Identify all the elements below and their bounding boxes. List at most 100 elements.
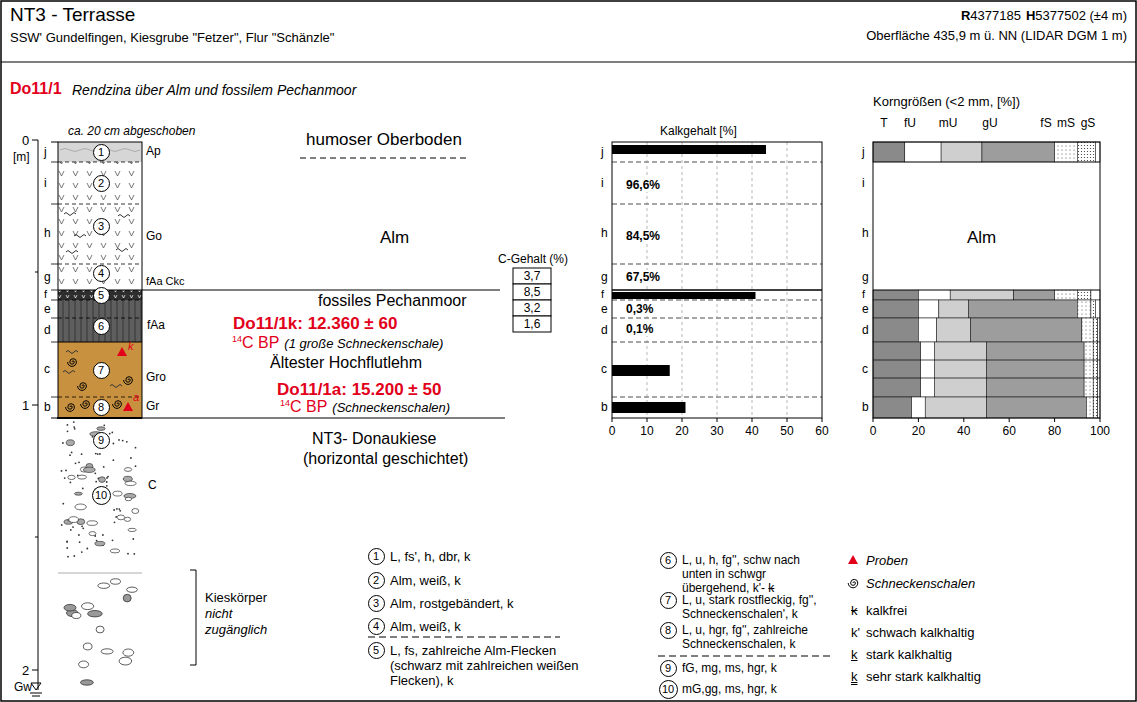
pebble [123, 649, 134, 656]
grain-segment [873, 342, 921, 397]
column-header: fS [1034, 116, 1058, 130]
gravel-dot [94, 472, 96, 474]
header-rule [1, 61, 1136, 62]
snail-shell [113, 401, 122, 409]
snail-shell [124, 377, 133, 385]
horizon-code: C [148, 478, 157, 492]
column-header: gS [1076, 116, 1100, 130]
value-label: 0,1% [624, 322, 655, 336]
text-label: C BP [242, 334, 279, 351]
gravel-dot [78, 534, 80, 536]
grain-segment [941, 142, 982, 162]
pebble [87, 521, 98, 526]
pebble [132, 509, 139, 514]
gravel-dot [106, 481, 108, 483]
gravel-dot [103, 466, 105, 468]
grain-segment [937, 318, 971, 342]
layer-letter: f [601, 288, 604, 301]
layer-letter: f [862, 288, 865, 301]
text-label: Ältester Hochflutlehm [270, 354, 422, 372]
layer-description: mG,gg, ms, hgr, k [682, 682, 777, 696]
text-label: Alm [380, 228, 409, 247]
lime-bar [612, 402, 686, 413]
layer-letter: i [862, 176, 865, 190]
layer-boundary [58, 162, 142, 163]
layer-description: L, fs, zahlreiche Alm-Flecken (schwarz m… [390, 643, 580, 688]
text-group: 14C BP(1 große Schneckenschale) [232, 334, 443, 353]
pebble [83, 643, 92, 650]
grain-segment [1095, 142, 1100, 162]
text-label: Rendzina über Alm und fossilem Pechanmoo… [72, 82, 356, 98]
gravel-dot [73, 426, 75, 428]
layer-boundary [58, 204, 142, 205]
pebble [111, 579, 121, 584]
profile-id: Do11/1 [10, 80, 62, 98]
layer-tick [51, 290, 58, 291]
alm-layer [58, 162, 142, 290]
gravel-dot [114, 521, 116, 523]
grain-segment [918, 300, 938, 318]
gravel-dot [102, 534, 104, 536]
layer-tick [51, 204, 58, 205]
chart-row-line [873, 360, 1100, 361]
pebble [127, 587, 138, 592]
lime-bar [612, 292, 756, 299]
gravel-dot [118, 439, 120, 441]
gravel-dot [81, 453, 83, 455]
grid-line [682, 142, 683, 418]
rust-band [66, 351, 78, 354]
callout-number: 3 [98, 220, 104, 232]
gravel-dot [113, 509, 115, 511]
callout-number: 3 [373, 597, 379, 609]
grain-segment [873, 397, 912, 418]
callout-circle: 10 [92, 486, 111, 505]
lime-symbol: k [768, 581, 774, 595]
gravel-dot [118, 508, 120, 510]
lime-symbol: k [851, 603, 858, 618]
layer-letter: c [44, 362, 50, 376]
grain-segment [1093, 342, 1098, 397]
axis-tick [1009, 418, 1010, 422]
text-label: zugänglich [205, 622, 267, 637]
gravel-dot [95, 481, 97, 483]
legend-text: schwach kalkhaltig [866, 625, 974, 640]
gravel-dot [132, 538, 134, 540]
gravel-dot [82, 527, 84, 529]
grain-segment [1014, 290, 1055, 300]
gravel-dot [64, 477, 66, 479]
axis-value: 1 [22, 398, 29, 413]
axis-value: 40 [950, 424, 978, 438]
boundary-line [142, 417, 505, 418]
callout-number: 1 [98, 146, 104, 158]
gravel-dot [67, 430, 69, 432]
chart-row-line [873, 162, 1100, 163]
gravel-dot [82, 488, 84, 490]
axis-tick [873, 418, 874, 422]
table-cell [513, 284, 551, 300]
layer-letter: j [44, 145, 47, 159]
axis-value: 100 [1086, 424, 1114, 438]
callout-number: 1 [373, 550, 379, 562]
layer-description: Alm, weiß, k [390, 573, 461, 588]
axis-tick [1100, 418, 1101, 422]
axis-tick [612, 418, 613, 422]
callout-number: 7 [665, 594, 671, 606]
grain-segment [971, 318, 1082, 342]
grain-segment [1095, 300, 1100, 318]
gravel-dot [122, 440, 124, 442]
callout-circle: 4 [93, 265, 110, 282]
layer-tick [51, 397, 58, 398]
layer-letter: b [601, 400, 608, 414]
text-group: 14C BP(Schneckenschalen) [280, 398, 450, 417]
grain-segment [873, 300, 918, 318]
layer-letter: f [44, 288, 47, 301]
gravel-dot [126, 441, 128, 443]
table-cell [513, 316, 551, 332]
pebble [117, 515, 125, 520]
dashed-line [300, 158, 470, 159]
layer-letter: i [44, 176, 47, 190]
rust-band [66, 251, 78, 254]
grain-segment [1082, 318, 1093, 342]
chart-title: Kalkgehalt [%] [660, 124, 737, 138]
